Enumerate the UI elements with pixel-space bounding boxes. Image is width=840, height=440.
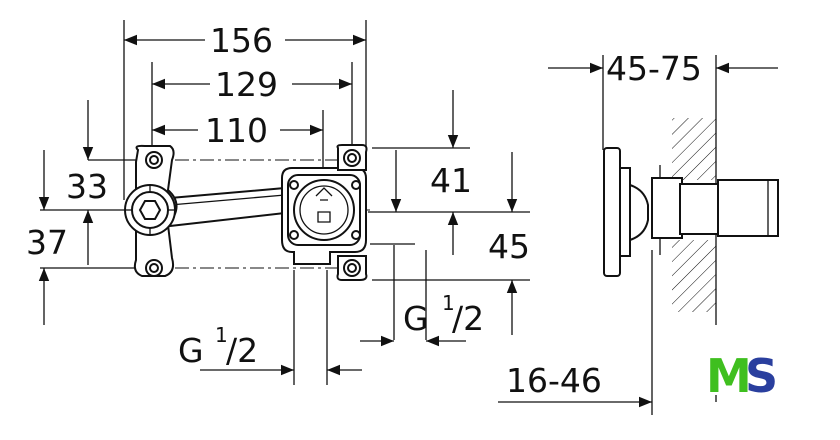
dim-110-label: 110 [205, 111, 268, 150]
dim-45-label: 45 [488, 227, 530, 266]
thread-right-sup: 1 [442, 291, 455, 315]
dim-33-label: 33 [66, 167, 108, 206]
side-body-outer [679, 183, 719, 235]
side-flange [603, 147, 621, 277]
thread-bottom-g: G [178, 331, 204, 370]
wall-hatch-lower [672, 240, 716, 312]
dim-37-label: 37 [26, 223, 68, 262]
thread-bottom-sup: 1 [215, 323, 228, 347]
cartridge-circle [293, 179, 355, 241]
side-view: 45-75 16-46 [498, 49, 779, 415]
dim-41-label: 41 [430, 161, 472, 200]
dim-45-75-label: 45-75 [606, 49, 702, 88]
thread-bottom-sub: /2 [226, 331, 258, 370]
side-cap [717, 179, 779, 237]
dim-129-label: 129 [215, 65, 278, 104]
wall-hatch-upper [672, 118, 716, 180]
side-body-inner [651, 177, 683, 239]
thread-right-g: G [403, 299, 429, 338]
logo-letter-m: M [706, 349, 752, 403]
rail-bar [169, 186, 286, 228]
dim-16-46-label: 16-46 [506, 361, 602, 400]
thread-right-sub: /2 [452, 299, 484, 338]
front-view: 156 129 110 33 37 41 45 G 1 /2 [26, 20, 530, 385]
ms-logo: M S [706, 349, 778, 403]
dim-156-label: 156 [210, 21, 273, 60]
logo-letter-s: S [745, 349, 778, 403]
